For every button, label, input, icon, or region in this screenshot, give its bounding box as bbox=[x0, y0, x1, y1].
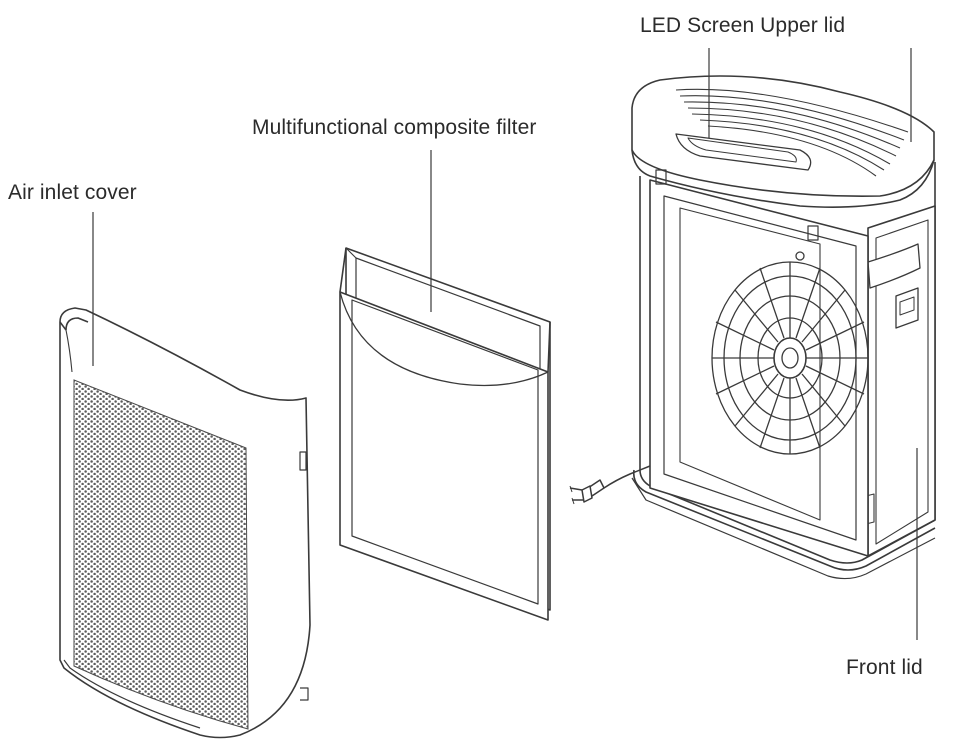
leader-lines bbox=[92, 48, 918, 640]
composite-filter-label: Multifunctional composite filter bbox=[252, 116, 537, 139]
air-inlet-mesh bbox=[73, 379, 249, 730]
fan-wheel bbox=[711, 251, 869, 455]
air-inlet-cover-label: Air inlet cover bbox=[8, 181, 137, 204]
front-lid-label: Front lid bbox=[846, 656, 923, 679]
composite-filter bbox=[339, 247, 551, 621]
power-plug bbox=[569, 465, 651, 505]
purifier-body bbox=[631, 75, 936, 580]
led-screen-upper-lid-label: LED Screen Upper lid bbox=[640, 14, 846, 37]
